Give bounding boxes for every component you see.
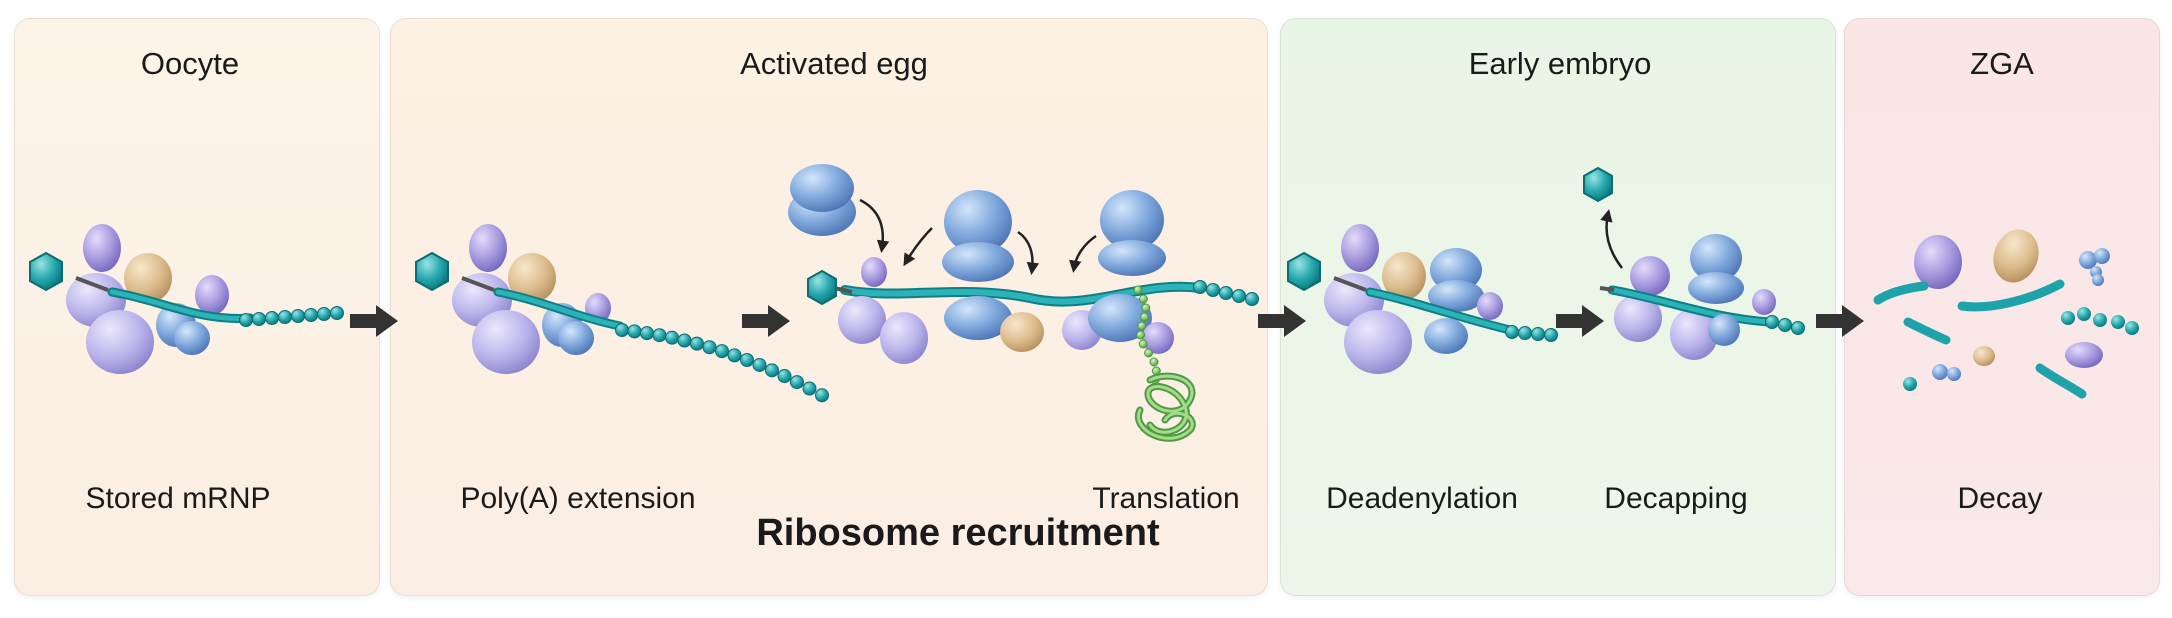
polya-bead [740,353,754,367]
polya-bead [690,336,704,351]
nascent-peptide-bead [1149,357,1159,367]
polya-bead [802,381,817,396]
polya-bead [1232,289,1246,303]
arrow-1 [350,305,398,337]
nascent-peptide-bead [1133,285,1143,295]
arrow-3 [1258,305,1306,337]
polya-bead [777,369,792,384]
nascent-peptide-bead [1141,303,1151,313]
label-ribosome-recruitment: Ribosome recruitment [756,512,1160,554]
polya-bead [752,357,767,372]
decay-fragments [1873,229,2139,399]
label-translation: Translation [1092,482,1240,515]
polya-bead [815,388,829,403]
polya-bead [652,328,667,343]
panel-title-activated-egg: Activated egg [740,46,928,81]
polya-bead [239,313,253,327]
polya-bead [1544,328,1558,342]
nascent-peptide-bead [1137,321,1147,331]
polya-bead [1765,315,1779,329]
arrow-2 [742,305,790,337]
polya-bead [790,375,804,390]
polya-bead [627,324,642,339]
polya-bead [330,306,344,320]
polya-bead [265,311,279,325]
polya-bead [1531,327,1545,341]
polya-bead [1518,326,1532,340]
polya-bead [727,348,742,363]
polya-bead [252,312,266,326]
polya-bead [665,330,679,345]
polya-bead [1245,292,1259,306]
label-polya-extension: Poly(A) extension [460,482,696,515]
panel-title-early-embryo: Early embryo [1468,46,1652,81]
stored-mrnp-complex [29,224,344,374]
polya-bead [1505,325,1519,339]
polya-bead [1193,280,1207,294]
cap-icon [415,251,449,292]
polya-bead [765,363,779,378]
nascent-peptide-bead [1144,348,1154,358]
label-stored-mrnp: Stored mRNP [85,482,271,515]
polya-extension-complex [415,224,829,403]
polya-bead [1791,321,1805,335]
nascent-peptide-bead [1138,339,1148,349]
deadenylation-complex [1287,224,1558,374]
polya-bead [677,333,692,348]
decapping-complex [1583,166,1805,360]
label-decay: Decay [1957,482,2043,515]
arrow-4 [1556,305,1604,337]
nascent-peptide-bead [1140,312,1150,322]
cap-icon [1287,251,1321,292]
polya-bead [317,307,331,321]
polya-bead [1206,283,1220,297]
released-cap-icon [1583,166,1613,203]
polya-bead [278,310,292,324]
label-deadenylation: Deadenylation [1326,482,1518,515]
cap-icon [807,269,837,306]
nascent-peptide-bead [1138,294,1148,304]
nascent-peptide-bead [1136,330,1146,340]
polya-bead [291,309,305,323]
panel-title-zga: ZGA [1970,46,2034,81]
polya-bead [1778,318,1792,332]
translation-polysome [788,164,1259,442]
panel-title-oocyte: Oocyte [140,46,240,81]
arrow-5 [1816,305,1864,337]
cap-icon [29,251,63,292]
polya-bead [715,344,729,359]
polya-bead [640,326,654,341]
polya-bead [1219,286,1233,300]
polya-bead [615,323,629,337]
polya-bead [702,340,717,355]
polya-bead [304,308,318,322]
label-decapping: Decapping [1604,482,1748,515]
